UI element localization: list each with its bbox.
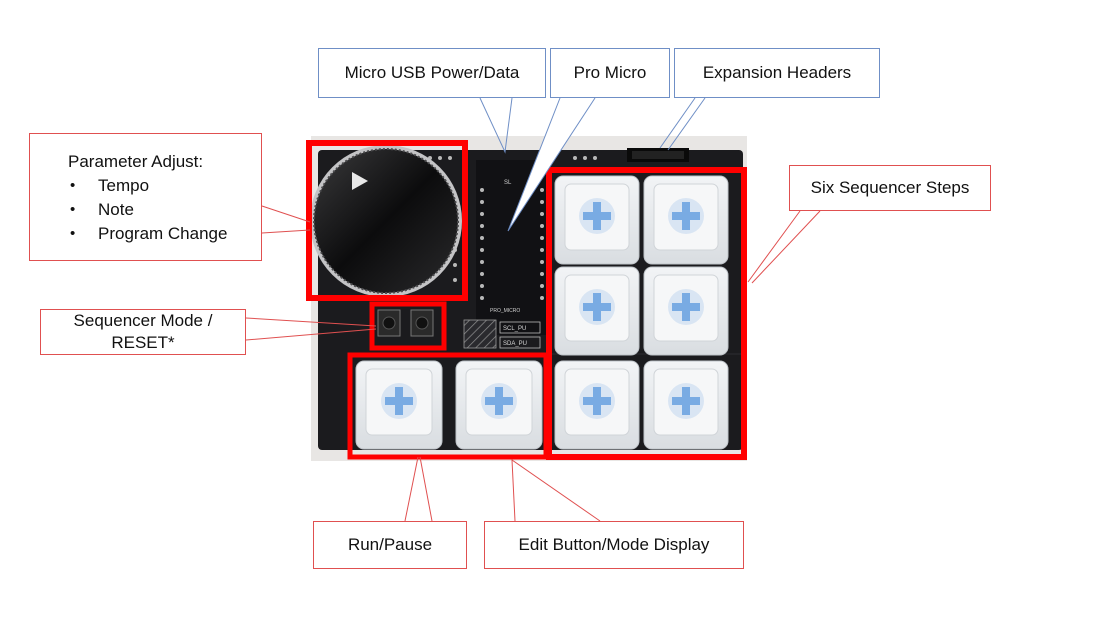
parameter-item-label: Program Change xyxy=(98,224,228,244)
keycaps xyxy=(355,175,729,450)
run-pause-key[interactable] xyxy=(355,360,443,450)
callout-run-pause-text: Run/Pause xyxy=(347,534,433,554)
silkscreen-scl: SCL_PU xyxy=(503,326,526,332)
parameter-item: • Program Change xyxy=(68,223,227,245)
parameter-item: • Note xyxy=(68,199,227,221)
callout-expansion-headers: Expansion Headers xyxy=(674,48,880,98)
edit-key[interactable] xyxy=(455,360,543,450)
pointer-edit xyxy=(511,459,601,522)
pointer-usb xyxy=(479,97,513,154)
silkscreen-sl: SL xyxy=(504,180,512,186)
pointer-seq-mode xyxy=(245,317,377,341)
callout-edit-button: Edit Button/Mode Display xyxy=(484,521,744,569)
knob-indicator-icon xyxy=(352,172,368,190)
header-pads xyxy=(428,156,597,300)
callout-six-steps-text: Six Sequencer Steps xyxy=(810,177,970,197)
jumper-hatch xyxy=(463,319,497,349)
callout-pro-micro: Pro Micro xyxy=(550,48,670,98)
bullet-icon: • xyxy=(70,177,76,195)
pointer-run xyxy=(404,456,433,522)
highlights xyxy=(306,140,747,460)
scl-jumper xyxy=(499,321,541,334)
highlight-knob xyxy=(306,140,468,301)
pointer-parameter xyxy=(261,205,311,234)
switch-stem-icon xyxy=(672,202,700,230)
parameter-item-label: Note xyxy=(98,200,134,219)
sequencer-mode-line2: RESET* xyxy=(111,333,175,352)
parameter-knob[interactable] xyxy=(310,145,462,297)
parameter-item-label: Tempo xyxy=(98,175,150,195)
step-key-2[interactable] xyxy=(643,175,729,265)
callout-run-pause: Run/Pause xyxy=(313,521,467,569)
sda-jumper xyxy=(499,336,541,349)
step-key-5[interactable] xyxy=(554,360,640,450)
callout-edit-text: Edit Button/Mode Display xyxy=(518,534,710,554)
parameter-title: Parameter Adjust: xyxy=(68,151,204,171)
pointer-pro-micro xyxy=(507,97,596,232)
callout-pro-micro-text: Pro Micro xyxy=(573,62,647,82)
highlight-six-steps xyxy=(546,167,747,460)
pointer-six-steps xyxy=(747,210,821,284)
step-key-1[interactable] xyxy=(554,175,640,265)
tactile-button-mode[interactable] xyxy=(377,309,401,337)
bullet-icon: • xyxy=(70,201,76,219)
tactile-button-reset[interactable] xyxy=(410,309,434,337)
leader-lines xyxy=(245,97,821,522)
step-key-3[interactable] xyxy=(554,266,640,356)
silkscreen-pro-micro: PRO_MICRO xyxy=(490,308,520,314)
switch-stem-icon xyxy=(385,387,413,415)
switch-stem-icon xyxy=(672,387,700,415)
bullet-icon: • xyxy=(70,225,76,243)
silkscreen-sda: SDA_PU xyxy=(503,341,527,347)
step-key-6[interactable] xyxy=(643,360,729,450)
callout-expansion-text: Expansion Headers xyxy=(702,62,852,82)
pro-micro-board xyxy=(476,160,548,335)
callout-parameter-adjust: Parameter Adjust: • Tempo • Note • Program … xyxy=(29,133,262,261)
callout-micro-usb: Micro USB Power/Data xyxy=(318,48,546,98)
callout-six-steps: Six Sequencer Steps xyxy=(789,165,991,211)
callout-micro-usb-text: Micro USB Power/Data xyxy=(344,62,520,82)
switch-stem-icon xyxy=(672,293,700,321)
switch-stem-icon xyxy=(485,387,513,415)
pointer-expansion xyxy=(659,97,706,151)
switch-stem-icon xyxy=(583,387,611,415)
callout-sequencer-mode: Sequencer Mode / RESET* xyxy=(40,309,246,355)
switch-stem-icon xyxy=(583,293,611,321)
parameter-item: • Tempo xyxy=(68,175,227,197)
step-key-4[interactable] xyxy=(643,266,729,356)
sequencer-mode-line1: Sequencer Mode / xyxy=(73,310,213,330)
switch-stem-icon xyxy=(583,202,611,230)
